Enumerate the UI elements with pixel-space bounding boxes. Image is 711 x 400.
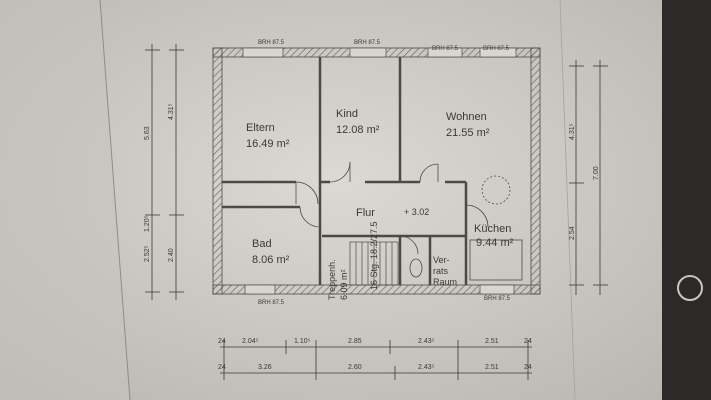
svg-text:BRH 87.5: BRH 87.5 [483,46,510,52]
flur-level: + 3.02 [404,207,429,217]
staircase [349,241,399,286]
svg-text:1.10⁵: 1.10⁵ [294,338,311,345]
svg-text:4.31⁵: 4.31⁵ [168,103,175,120]
dimension-labels-bottom: 2.04⁵ 1.10⁵ 2.85 2.43⁵ 2.51 3.26 2.60 2.… [218,338,532,371]
svg-text:2.40: 2.40 [168,248,175,262]
svg-text:4.31⁵: 4.31⁵ [569,123,576,140]
svg-text:3.26: 3.26 [258,364,272,371]
svg-text:1.20⁵: 1.20⁵ [144,215,151,232]
room-name-flur: Flur [356,207,375,219]
svg-text:5.63: 5.63 [144,126,151,140]
interior-walls [222,57,468,285]
svg-text:BRH 87.5: BRH 87.5 [354,40,381,46]
dimension-chain-right [569,60,608,295]
dimension-chain-left [145,44,184,300]
svg-text:2.85: 2.85 [348,338,362,345]
svg-text:2.52⁵: 2.52⁵ [144,245,151,262]
dark-side-panel [662,0,711,400]
svg-text:24: 24 [524,364,532,371]
svg-text:BRH 87.5: BRH 87.5 [258,300,285,306]
room-area-wohnen: 21.55 m² [446,127,490,139]
svg-text:24: 24 [218,338,226,345]
room-name-treppenhaus: Treppenh. [327,259,337,300]
paper-fold-right [559,0,576,400]
room-area-bad: 8.06 m² [252,254,290,266]
doors [295,161,489,255]
brh-labels: BRH 87.5 BRH 87.5 BRH 87.5 BRH 87.5 BRH … [258,40,511,306]
svg-text:2.43⁵: 2.43⁵ [418,338,435,345]
room-name-kuechen: Küchen [474,223,511,235]
dimension-labels-right: 4.31⁵ 2.54 7.00 [569,123,600,240]
storage-note-2: rats [433,266,449,276]
windows [242,47,517,295]
svg-text:2.04⁵: 2.04⁵ [242,338,259,345]
room-area-eltern: 16.49 m² [246,138,290,150]
svg-text:24: 24 [524,338,532,345]
svg-text:7.00: 7.00 [593,166,600,180]
svg-text:BRH 87.5: BRH 87.5 [432,46,459,52]
stair-note: 16 Stg. 18.2/27.5 [369,221,379,290]
room-area-kuechen: 9.44 m² [476,237,514,249]
room-area-kind: 12.08 m² [336,124,380,136]
paper-sheet [0,0,671,400]
side-panel-logo [677,275,703,301]
svg-text:2.60: 2.60 [348,364,362,371]
svg-text:BRH 87.5: BRH 87.5 [484,296,511,302]
room-name-eltern: Eltern [246,122,275,134]
dimension-labels-left: 5.63 1.20⁵ 2.52⁵ 4.31⁵ 2.40 [144,103,175,262]
paper-fold [99,0,131,400]
storage-note-1: Ver- [433,255,450,265]
paper-shadow [0,0,130,400]
svg-text:BRH 87.5: BRH 87.5 [258,40,285,46]
storage-note-3: Raum [433,277,457,287]
room-name-kind: Kind [336,108,358,120]
fixtures [409,175,523,281]
room-name-bad: Bad [252,238,272,250]
room-area-treppenhaus: 6.09 m² [339,269,349,300]
dimension-chain-bottom [220,340,532,380]
svg-text:24: 24 [218,364,226,371]
room-name-wohnen: Wohnen [446,111,487,123]
svg-text:2.54: 2.54 [569,226,576,240]
svg-text:2.51: 2.51 [485,364,499,371]
svg-text:2.51: 2.51 [485,338,499,345]
room-labels: Eltern 16.49 m² Kind 12.08 m² Wohnen 21.… [246,108,514,300]
svg-text:2.43⁵: 2.43⁵ [418,364,435,371]
